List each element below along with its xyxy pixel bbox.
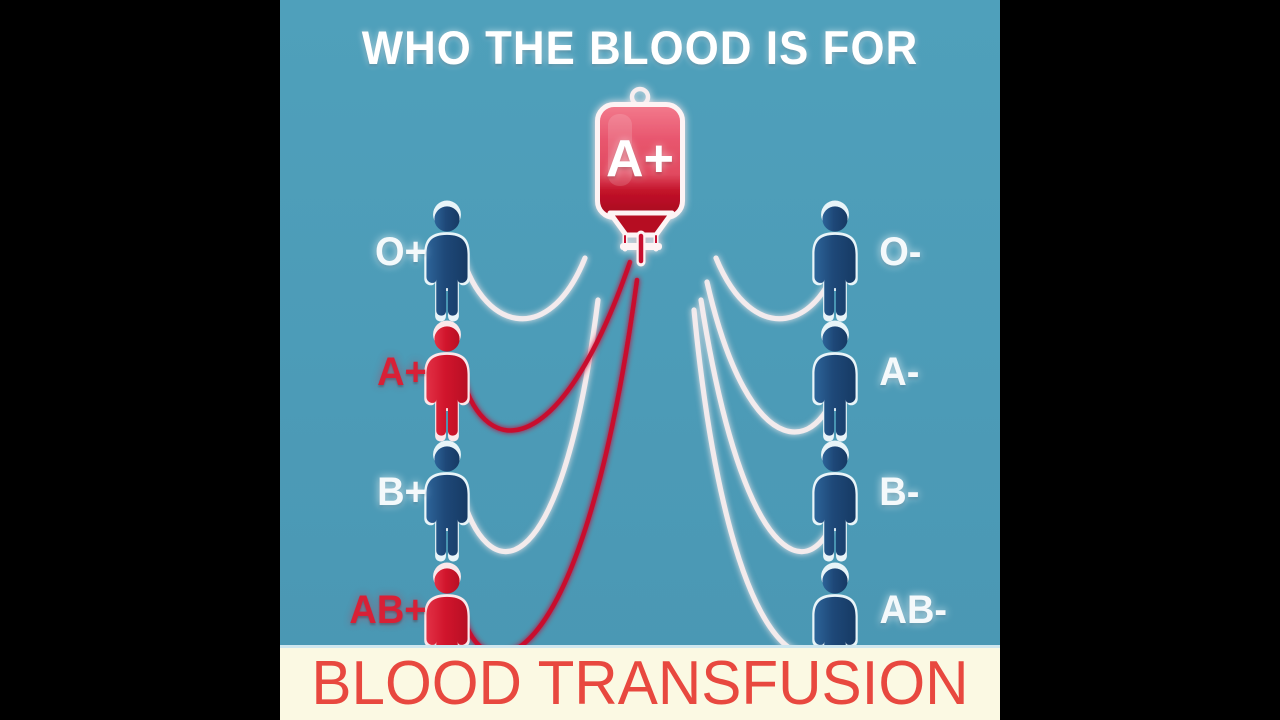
page-title: WHO THE BLOOD IS FOR [361,21,919,74]
label-a-minus: A- [879,350,920,394]
diagram-artwork [424,86,858,684]
link-a-plus [457,259,633,433]
label-b-plus: B+ [377,470,427,514]
people-left-column [424,200,470,684]
link-b-plus [457,297,601,555]
bottom-banner: BLOOD TRANSFUSION [280,645,1000,720]
connection-links-white [457,245,845,658]
letterbox-left [0,0,280,720]
person-b-plus [426,446,468,556]
bag-highlight [608,114,632,186]
blood-bag-label: A+ [606,130,674,188]
label-ab-minus: AB- [879,588,948,632]
label-ab-plus: AB+ [349,588,427,632]
infographic-panel: WHO THE BLOOD IS FOR [280,0,1000,720]
link-ab-plus [459,277,640,657]
label-o-plus: O+ [374,230,427,274]
label-o-minus: O- [879,230,922,274]
label-b-minus: B- [879,470,920,514]
connection-links-red [457,259,640,657]
link-o-plus [457,245,588,322]
letterbox-right [1000,0,1280,720]
people-right-column [812,200,858,684]
person-a-plus [426,326,468,436]
blood-bag-icon [595,86,685,267]
label-a-plus: A+ [377,350,427,394]
banner-title: BLOOD TRANSFUSION [311,649,969,718]
banner-top-divider [280,645,1000,648]
person-o-plus [426,206,468,316]
